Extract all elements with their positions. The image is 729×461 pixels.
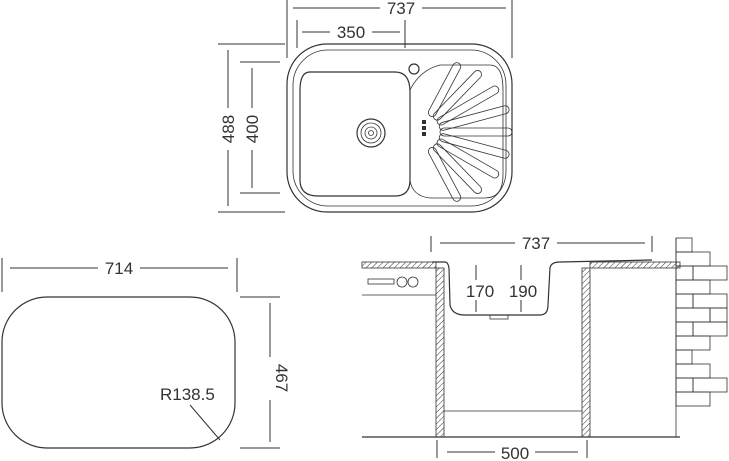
svg-text:737: 737: [387, 0, 415, 18]
drainboard-ribs: [427, 62, 513, 202]
svg-text:170: 170: [466, 282, 494, 301]
cutout-template: 714 467 R138.5: [1, 258, 291, 449]
svg-text:400: 400: [243, 115, 262, 143]
svg-text:350: 350: [337, 23, 365, 42]
svg-text:500: 500: [501, 444, 529, 461]
dim-400: 400: [240, 61, 280, 194]
svg-text:467: 467: [272, 364, 291, 392]
svg-text:737: 737: [522, 234, 550, 253]
dim-170: 170: [466, 265, 494, 312]
dim-737-top: 737: [286, 0, 513, 58]
dim-488: 488: [218, 43, 285, 213]
dim-500: 500: [436, 440, 588, 461]
svg-text:190: 190: [509, 282, 537, 301]
tap-hole: [408, 63, 420, 75]
brick-wall: [675, 237, 728, 437]
dim-190: 190: [509, 265, 537, 312]
bowl-outline: [299, 71, 411, 197]
dim-350: 350: [296, 20, 406, 48]
svg-text:R138.5: R138.5: [160, 385, 215, 404]
sink-side-view: 737 170 190 500: [361, 234, 728, 461]
sink-top-view: 737 350 488 400: [218, 0, 513, 213]
appliance-controls: [367, 276, 419, 288]
overflow-icon: [422, 120, 426, 136]
dim-737-side: 737: [430, 234, 653, 253]
svg-text:714: 714: [105, 259, 133, 278]
svg-text:488: 488: [219, 115, 238, 143]
drain-icon: [356, 118, 386, 148]
